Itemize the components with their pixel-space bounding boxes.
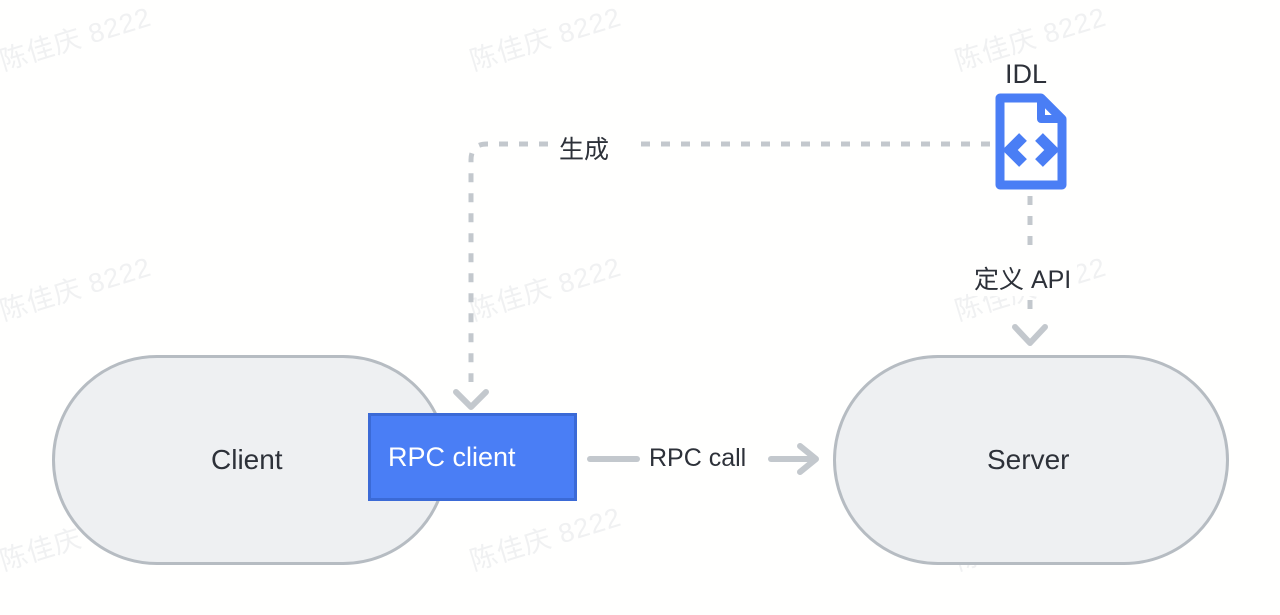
angle-left-icon xyxy=(1002,133,1027,167)
edge-generate-line-left xyxy=(468,141,548,382)
idl-title-label: IDL xyxy=(1005,59,1048,89)
node-server-shape[interactable] xyxy=(833,355,1229,565)
edge-define-api-arrowhead-icon xyxy=(1012,324,1048,346)
edge-rpc-call-label: RPC call xyxy=(643,444,753,473)
node-rpc-client-label: RPC client xyxy=(388,441,516,472)
code-document-icon xyxy=(995,93,1067,190)
node-client-label: Client xyxy=(211,444,283,475)
edge-define-api-label: 定义 API xyxy=(968,260,1078,296)
node-server-label: Server xyxy=(987,444,1070,475)
edge-generate-arrowhead-icon xyxy=(453,389,489,410)
angle-right-icon xyxy=(1035,133,1060,167)
edge-rpc-call-arrowhead-icon xyxy=(797,443,819,475)
document-outline-icon xyxy=(995,93,1067,190)
node-rpc-client[interactable]: RPC client xyxy=(368,413,577,501)
idl-code-document-icon[interactable] xyxy=(995,93,1067,190)
document-fold-icon xyxy=(1037,98,1062,123)
edge-generate-label: 生成 xyxy=(553,130,616,166)
